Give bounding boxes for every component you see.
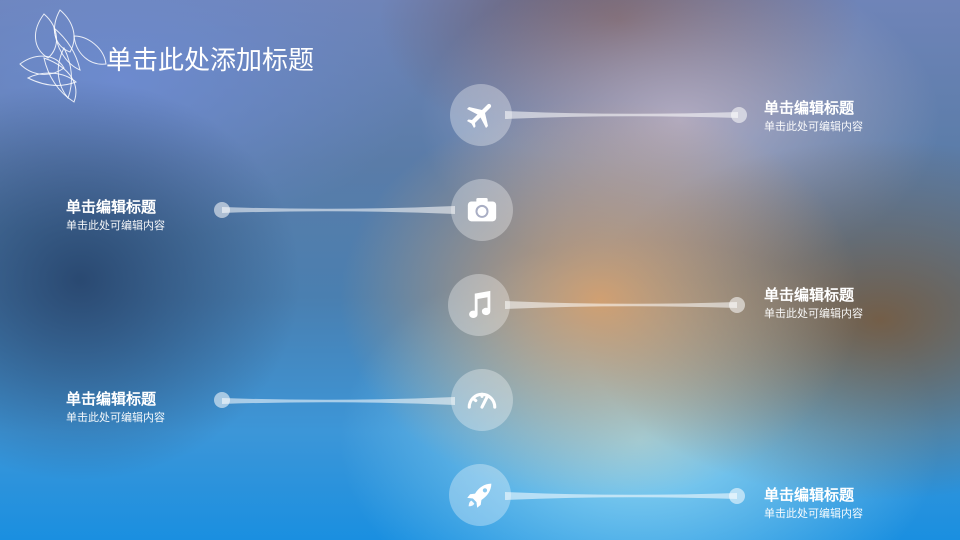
item-2-icon-circle[interactable]: [451, 179, 513, 241]
item-1-icon-circle[interactable]: [450, 84, 512, 146]
item-4-label: 单击编辑标题 单击此处可编辑内容: [66, 390, 165, 425]
item-2-text[interactable]: 单击此处可编辑内容: [66, 219, 165, 232]
item-5-heading[interactable]: 单击编辑标题: [764, 486, 855, 504]
item-2-heading[interactable]: 单击编辑标题: [66, 198, 157, 216]
item-4-text[interactable]: 单击此处可编辑内容: [66, 411, 165, 424]
item-1-label: 单击编辑标题 单击此处可编辑内容: [764, 99, 863, 134]
item-3-icon-circle[interactable]: [448, 274, 510, 336]
connector-2: [222, 206, 455, 214]
connector-1: [505, 111, 738, 119]
rocket-icon: [467, 483, 492, 508]
speedometer-icon: [467, 392, 497, 409]
item-5-icon-circle[interactable]: [449, 464, 511, 526]
decorative-logo-icon: [19, 9, 107, 103]
item-3-heading[interactable]: 单击编辑标题: [764, 286, 855, 304]
connector-dot-2: [214, 202, 230, 218]
item-4-icon-circle[interactable]: [451, 369, 513, 431]
item-3-label: 单击编辑标题 单击此处可编辑内容: [764, 286, 863, 321]
item-1-text[interactable]: 单击此处可编辑内容: [764, 120, 863, 133]
airplane-icon: [466, 103, 492, 129]
item-1-heading[interactable]: 单击编辑标题: [764, 99, 855, 117]
connector-5: [505, 492, 737, 500]
connector-3: [505, 301, 737, 309]
item-3-text[interactable]: 单击此处可编辑内容: [764, 307, 863, 320]
item-5-label: 单击编辑标题 单击此处可编辑内容: [764, 486, 863, 521]
connector-dot-1: [731, 107, 747, 123]
connector-dot-4: [214, 392, 230, 408]
slide-title[interactable]: 单击此处添加标题: [106, 46, 315, 76]
music-note-icon: [469, 290, 491, 318]
connector-4: [222, 397, 455, 405]
item-4-heading[interactable]: 单击编辑标题: [66, 390, 157, 408]
item-2-label: 单击编辑标题 单击此处可编辑内容: [66, 198, 165, 233]
connector-dot-5: [729, 488, 745, 504]
connector-dot-3: [729, 297, 745, 313]
camera-icon: [467, 197, 497, 222]
item-5-text[interactable]: 单击此处可编辑内容: [764, 507, 863, 520]
